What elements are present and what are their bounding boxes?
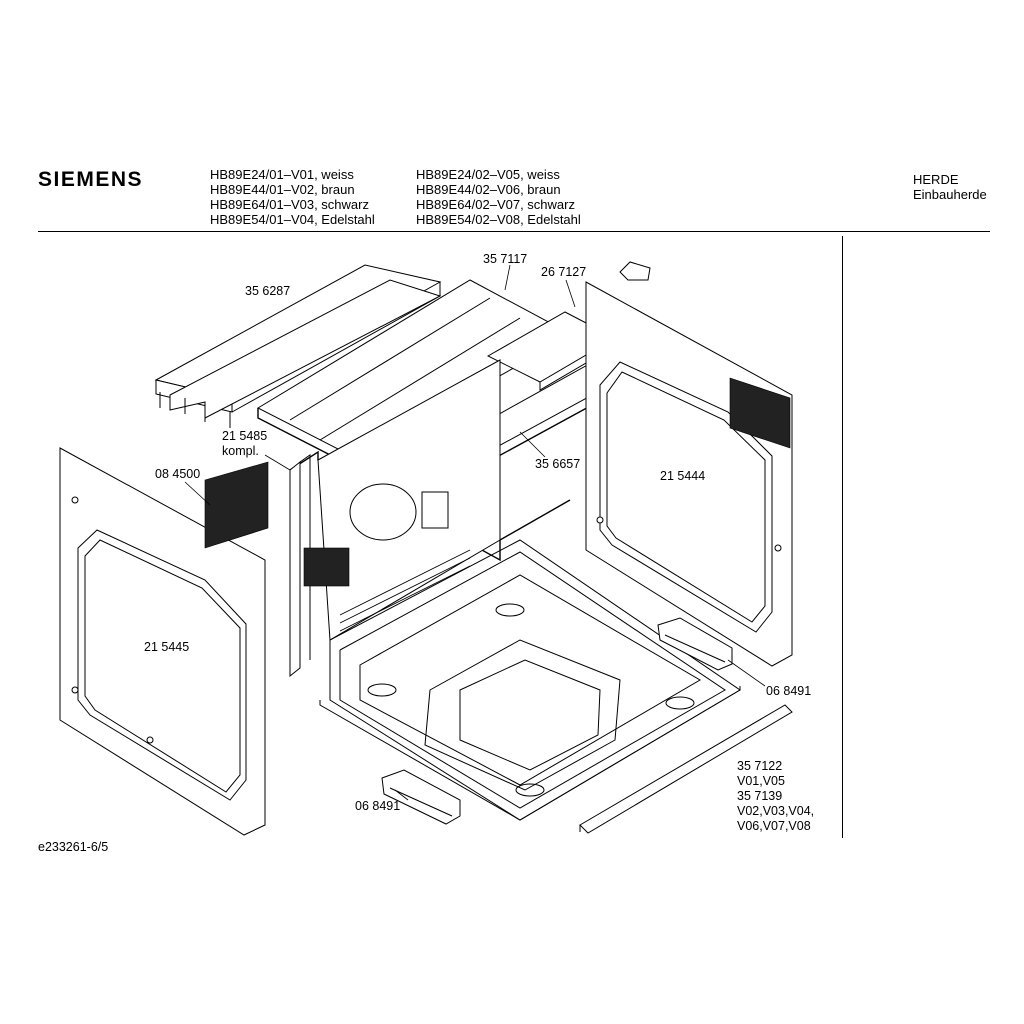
part-variant-357139-line2: V06,V07,V08 bbox=[737, 819, 811, 833]
model-entry: HB89E44/01–V02, braun bbox=[210, 182, 355, 197]
model-entry: HB89E24/01–V01, weiss bbox=[210, 167, 354, 182]
part-label-215444: 21 5444 bbox=[660, 469, 706, 483]
model-entry: HB89E54/01–V04, Edelstahl bbox=[210, 212, 375, 227]
part-label-357122: 35 7122 bbox=[737, 759, 783, 773]
right-side-panel bbox=[585, 261, 793, 667]
category-title: HERDE bbox=[913, 172, 959, 187]
front-strip bbox=[579, 704, 793, 834]
part-label-215485: 21 5485 bbox=[222, 429, 268, 443]
document-id: e233261-6/5 bbox=[38, 840, 109, 854]
top-rail-bracket bbox=[154, 264, 442, 428]
oven-cavity bbox=[289, 359, 741, 821]
part-label-215445: 21 5445 bbox=[144, 640, 190, 654]
part-variant-357139-line1: V02,V03,V04, bbox=[737, 804, 815, 818]
part-label-068491-bottom: 06 8491 bbox=[355, 799, 401, 813]
side-divider bbox=[842, 236, 843, 838]
part-label-357122-block: 35 7122 V01,V05 35 7139 V02,V03,V04, V06… bbox=[737, 759, 814, 834]
part-variant-357122: V01,V05 bbox=[737, 774, 785, 788]
model-entry: HB89E24/02–V05, weiss bbox=[416, 167, 560, 182]
model-entry: HB89E64/02–V07, schwarz bbox=[416, 197, 575, 212]
hinge-bottom bbox=[381, 769, 461, 825]
left-side-panel bbox=[59, 447, 269, 836]
leader-lines bbox=[184, 264, 766, 801]
model-list-column-2: HB89E24/02–V05, weiss HB89E44/02–V06, br… bbox=[416, 167, 581, 227]
part-label-267127: 26 7127 bbox=[541, 265, 587, 279]
header-divider bbox=[38, 231, 990, 232]
part-label-356287: 35 6287 bbox=[245, 284, 291, 298]
part-label-084500: 08 4500 bbox=[155, 467, 201, 481]
brand-logo: SIEMENS bbox=[38, 168, 144, 191]
category-block: HERDE Einbauherde bbox=[913, 172, 987, 202]
part-label-068491-right: 06 8491 bbox=[766, 684, 812, 698]
part-label-356657: 35 6657 bbox=[535, 457, 581, 471]
model-entry: HB89E44/02–V06, braun bbox=[416, 182, 561, 197]
category-subtitle: Einbauherde bbox=[913, 187, 987, 202]
model-list-column-1: HB89E24/01–V01, weiss HB89E44/01–V02, br… bbox=[210, 167, 375, 227]
model-entry: HB89E54/02–V08, Edelstahl bbox=[416, 212, 581, 227]
part-label-357117: 35 7117 bbox=[483, 252, 528, 266]
hinge-right bbox=[657, 617, 733, 671]
part-label-357139: 35 7139 bbox=[737, 789, 783, 803]
model-entry: HB89E64/01–V03, schwarz bbox=[210, 197, 369, 212]
part-label-215485-note: kompl. bbox=[222, 444, 259, 458]
